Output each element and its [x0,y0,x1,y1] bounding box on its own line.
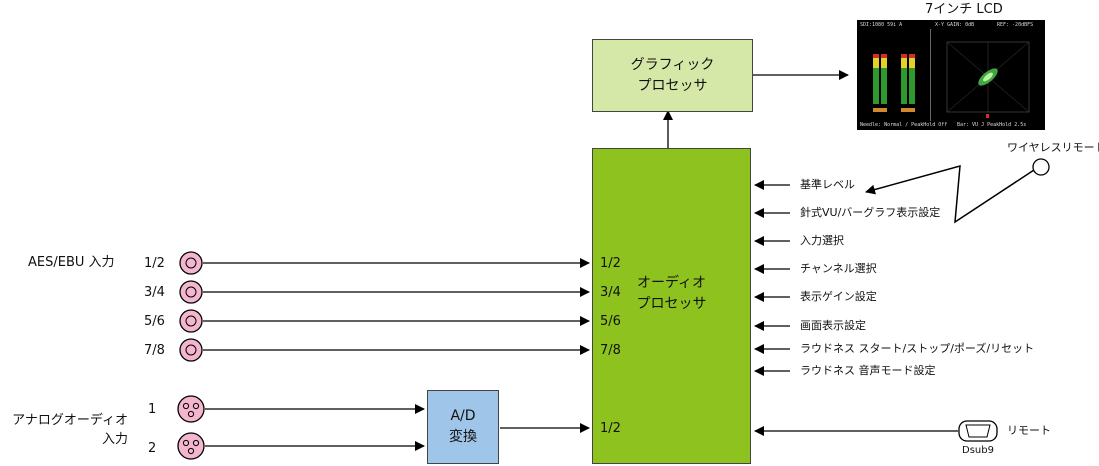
aes-channel-label: 7/8 [144,343,165,358]
lcd-meters [865,38,925,118]
processor-port-label: 1/2 [600,256,621,271]
control-label-display-gain: 表示ゲイン設定 [800,290,877,303]
ad-converter-label: A/D 変換 [449,408,477,445]
processor-port-label: 1/2 [600,421,621,436]
control-label-input-select: 入力選択 [800,234,844,247]
xlr-connector-icon [177,432,205,460]
aes-connectors [179,251,203,362]
lcd-mid-header: X-Y GAIN: 0dB [935,22,975,28]
lcd-title: 7インチ LCD [925,2,1003,17]
aes-connector-icon [179,251,203,275]
wireless-remote-label: ワイヤレスリモート [1007,141,1099,154]
aes-connector-icon [179,280,203,304]
control-label-screen-display: 画面表示設定 [800,319,866,332]
aes-channel-label: 3/4 [144,285,165,300]
lcd-left-footer: Needle: Normal / PeakHold Off [860,122,948,128]
control-label-loudness-transport: ラウドネス スタート/ストップ/ポーズ/リセット [800,342,1035,355]
processor-port-label: 3/4 [600,285,621,300]
xlr-connector-icon [177,395,205,423]
control-label-meter-display: 針式VU/バーグラフ表示設定 [800,206,941,219]
audio-processor-label: オーディオ プロセッサ [636,275,707,312]
lcd-screen: SDI:1080 59i A X-Y GAIN: 0dB REF: -20dBF… [857,20,1045,130]
analog-channel-label: 1 [148,402,157,417]
aes-channel-label: 1/2 [144,256,165,271]
aes-input-lines [203,258,590,355]
remote-label: リモート [1007,424,1051,437]
lcd-right-header: REF: -20dBFS [997,22,1034,28]
aes-connector-icon [179,338,203,362]
wireless-signal-line [865,164,1035,224]
ad-converter-box: A/D 変換 [427,390,499,464]
aes-channel-label: 5/6 [144,314,165,329]
xlr-connectors [177,395,205,460]
graphic-processor-label: グラフィック プロセッサ [630,56,715,94]
graphic-processor-box: グラフィック プロセッサ [592,39,753,112]
lcd-right-footer: Bar: VU J PeakHold 2.5s [957,122,1027,128]
lcd-xy-plot [935,32,1041,120]
aes-connector-icon [179,309,203,333]
control-label-reference-level: 基準レベル [800,178,855,191]
dsub9-icon [958,420,998,442]
analog-channel-label: 2 [148,441,157,456]
control-label-channel-select: チャンネル選択 [800,262,877,275]
processor-port-label: 5/6 [600,314,621,329]
processor-port-label: 7/8 [600,343,621,358]
wireless-remote-icon [1032,158,1050,176]
lcd-left-header: SDI:1080 59i A [860,22,903,28]
analog-input-label: アナログオーディオ 入力 [12,413,128,447]
audio-processor-box: オーディオ プロセッサ [592,148,751,464]
control-arrows [754,180,790,376]
aes-ebu-input-label: AES/EBU 入力 [28,255,115,270]
dsub9-label: Dsub9 [962,445,994,456]
control-label-loudness-mode: ラウドネス 音声モード設定 [800,364,936,377]
analog-input-lines [205,404,590,451]
